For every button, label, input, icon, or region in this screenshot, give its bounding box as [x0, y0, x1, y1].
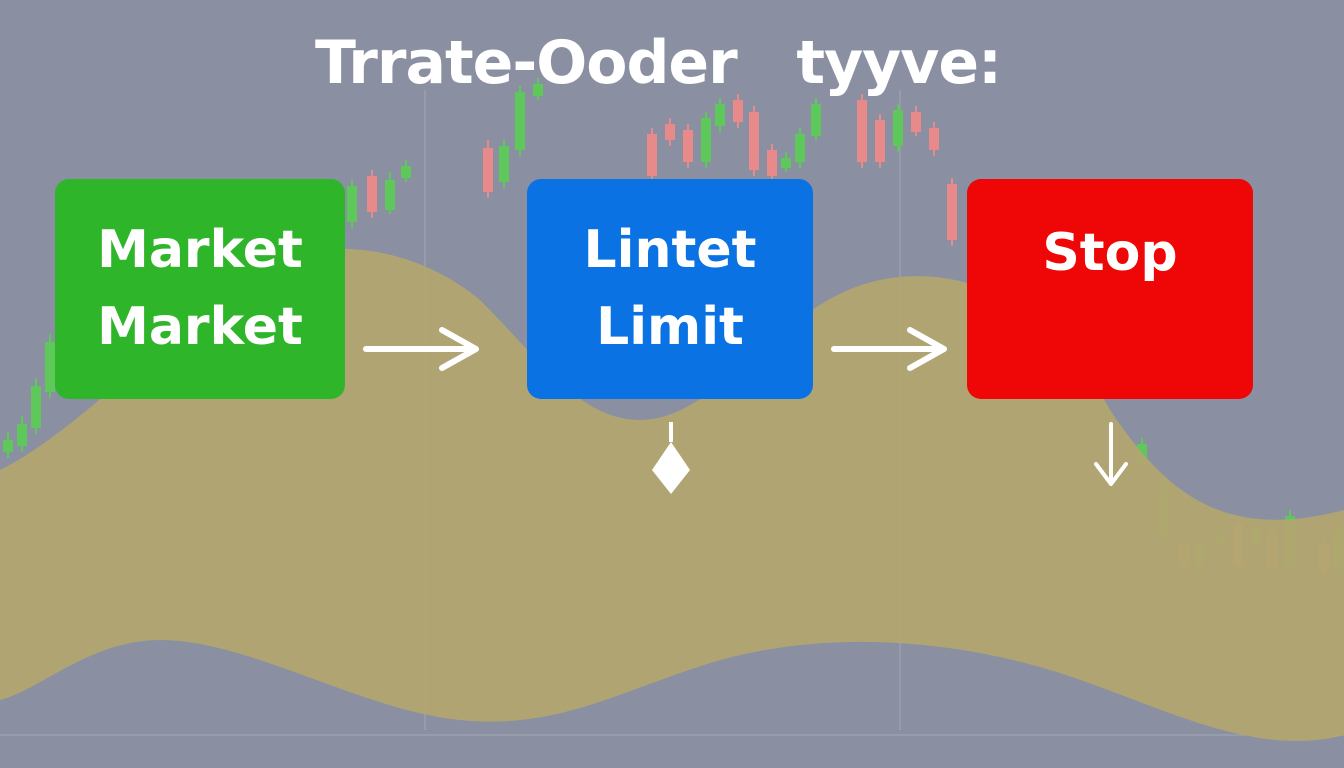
candle-body: [767, 150, 777, 176]
page-title: Trrate-Ooder tyyve:: [314, 28, 1002, 98]
candle-body: [893, 110, 903, 146]
candle-body: [647, 134, 657, 176]
candle-body: [367, 176, 377, 212]
candle-body: [347, 186, 357, 222]
candle-body: [533, 84, 543, 96]
diamond-icon: [652, 422, 690, 494]
candle-body: [3, 440, 13, 452]
market-order-box: Market Market: [55, 179, 345, 399]
market-box-heading: Market: [97, 219, 303, 280]
arrow-down-icon: [1094, 422, 1128, 486]
candle-body: [701, 118, 711, 162]
candle-body: [715, 104, 725, 126]
candle-body: [795, 134, 805, 162]
candle-body: [911, 112, 921, 132]
candle-body: [781, 158, 791, 168]
limit-box-heading: Lintet: [583, 219, 757, 280]
candle-body: [811, 104, 821, 136]
limit-box-label: Limit: [596, 297, 744, 357]
candle-body: [401, 166, 411, 178]
candle-body: [749, 112, 759, 170]
arrow-right-icon: [831, 327, 947, 371]
market-box-label: Market: [97, 297, 303, 357]
stop-order-box: Stop: [967, 179, 1253, 399]
candle-body: [857, 100, 867, 162]
candle-body: [31, 386, 41, 428]
arrow-right-icon: [363, 327, 479, 371]
candle-body: [929, 128, 939, 150]
limit-order-box: Lintet Limit: [527, 179, 813, 399]
candle-body: [947, 184, 957, 240]
candle-body: [483, 148, 493, 192]
candle-body: [515, 92, 525, 150]
candle-body: [683, 130, 693, 162]
candle-body: [665, 124, 675, 140]
candle-body: [45, 342, 55, 392]
candle-body: [499, 146, 509, 182]
stop-box-label: Stop: [1042, 223, 1178, 284]
candle-body: [385, 180, 395, 210]
candle-body: [875, 120, 885, 162]
candle-body: [733, 100, 743, 122]
candle-body: [17, 424, 27, 446]
